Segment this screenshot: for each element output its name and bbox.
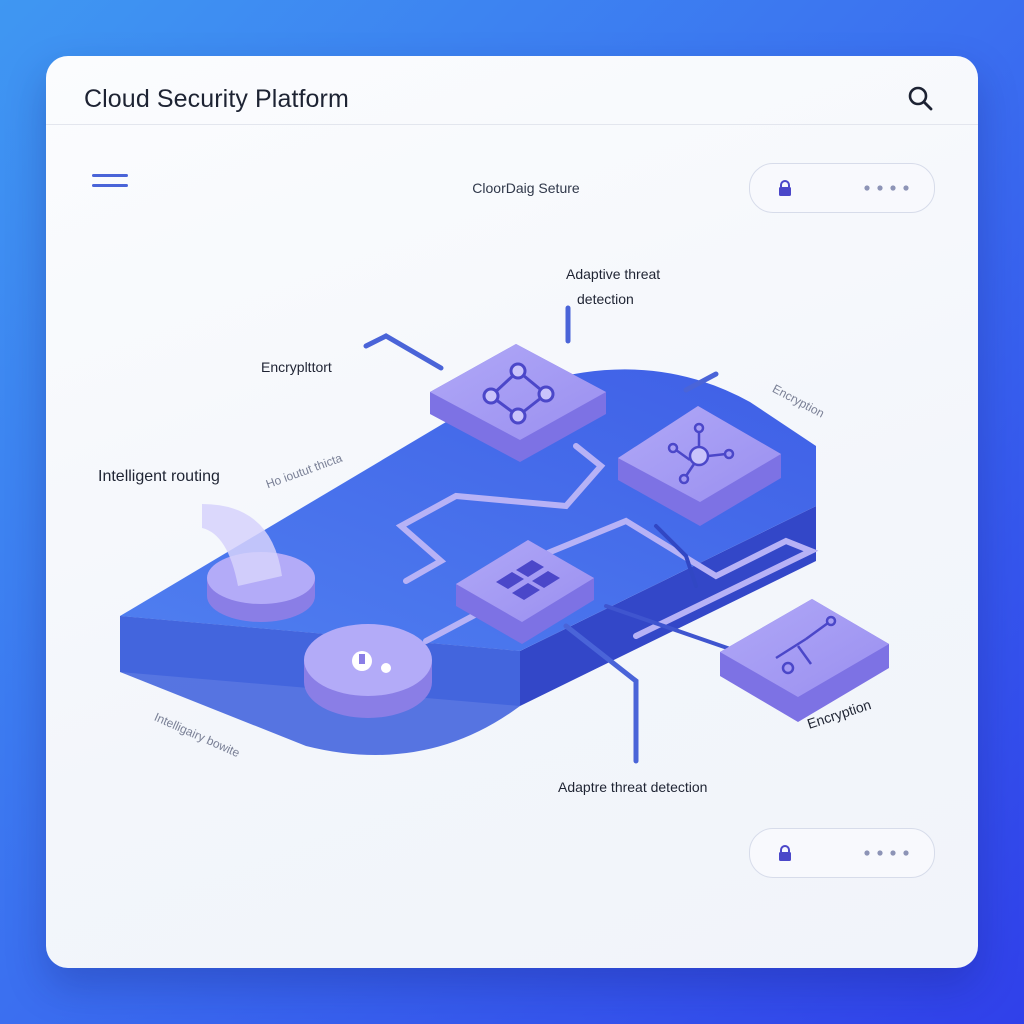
more-dots-icon: [864, 850, 909, 856]
lock-icon: [779, 180, 791, 196]
adaptive-threat-label-top-line2: detection: [577, 291, 634, 307]
hamburger-menu-icon: [92, 174, 128, 177]
chip-module: [456, 540, 594, 644]
security-status-pill-top[interactable]: [749, 163, 935, 213]
intelligent-routing-label: Intelligent routing: [98, 468, 220, 485]
app-window: Cloud Security Platform CloorDaig Seture: [46, 56, 978, 968]
network-module: [430, 344, 606, 462]
lock-icon: [779, 845, 791, 861]
more-dots-icon: [864, 185, 909, 191]
threat-detection-module: [618, 406, 781, 526]
page-subtitle: CloorDaig Seture: [472, 180, 580, 196]
adaptive-threat-label-top: Adaptive threat: [566, 266, 661, 282]
circuit-lines: [363, 305, 819, 764]
app-title: Cloud Security Platform: [84, 85, 349, 113]
security-status-pill-bottom[interactable]: [749, 828, 935, 878]
hamburger-menu-icon-line: [92, 184, 128, 187]
encryption-label-left: Encryplttort: [261, 359, 332, 375]
search-button[interactable]: [904, 82, 938, 116]
encryption-module: [720, 599, 889, 722]
isometric-security-illustration: [120, 305, 889, 764]
lock-disc: [304, 624, 432, 718]
title-bar: Cloud Security Platform: [46, 56, 978, 125]
hamburger-menu-button[interactable]: [90, 172, 132, 196]
routing-disc: [202, 504, 315, 622]
adaptive-threat-label-bottom: Adaptre threat detection: [558, 779, 708, 795]
search-icon: [908, 86, 933, 111]
